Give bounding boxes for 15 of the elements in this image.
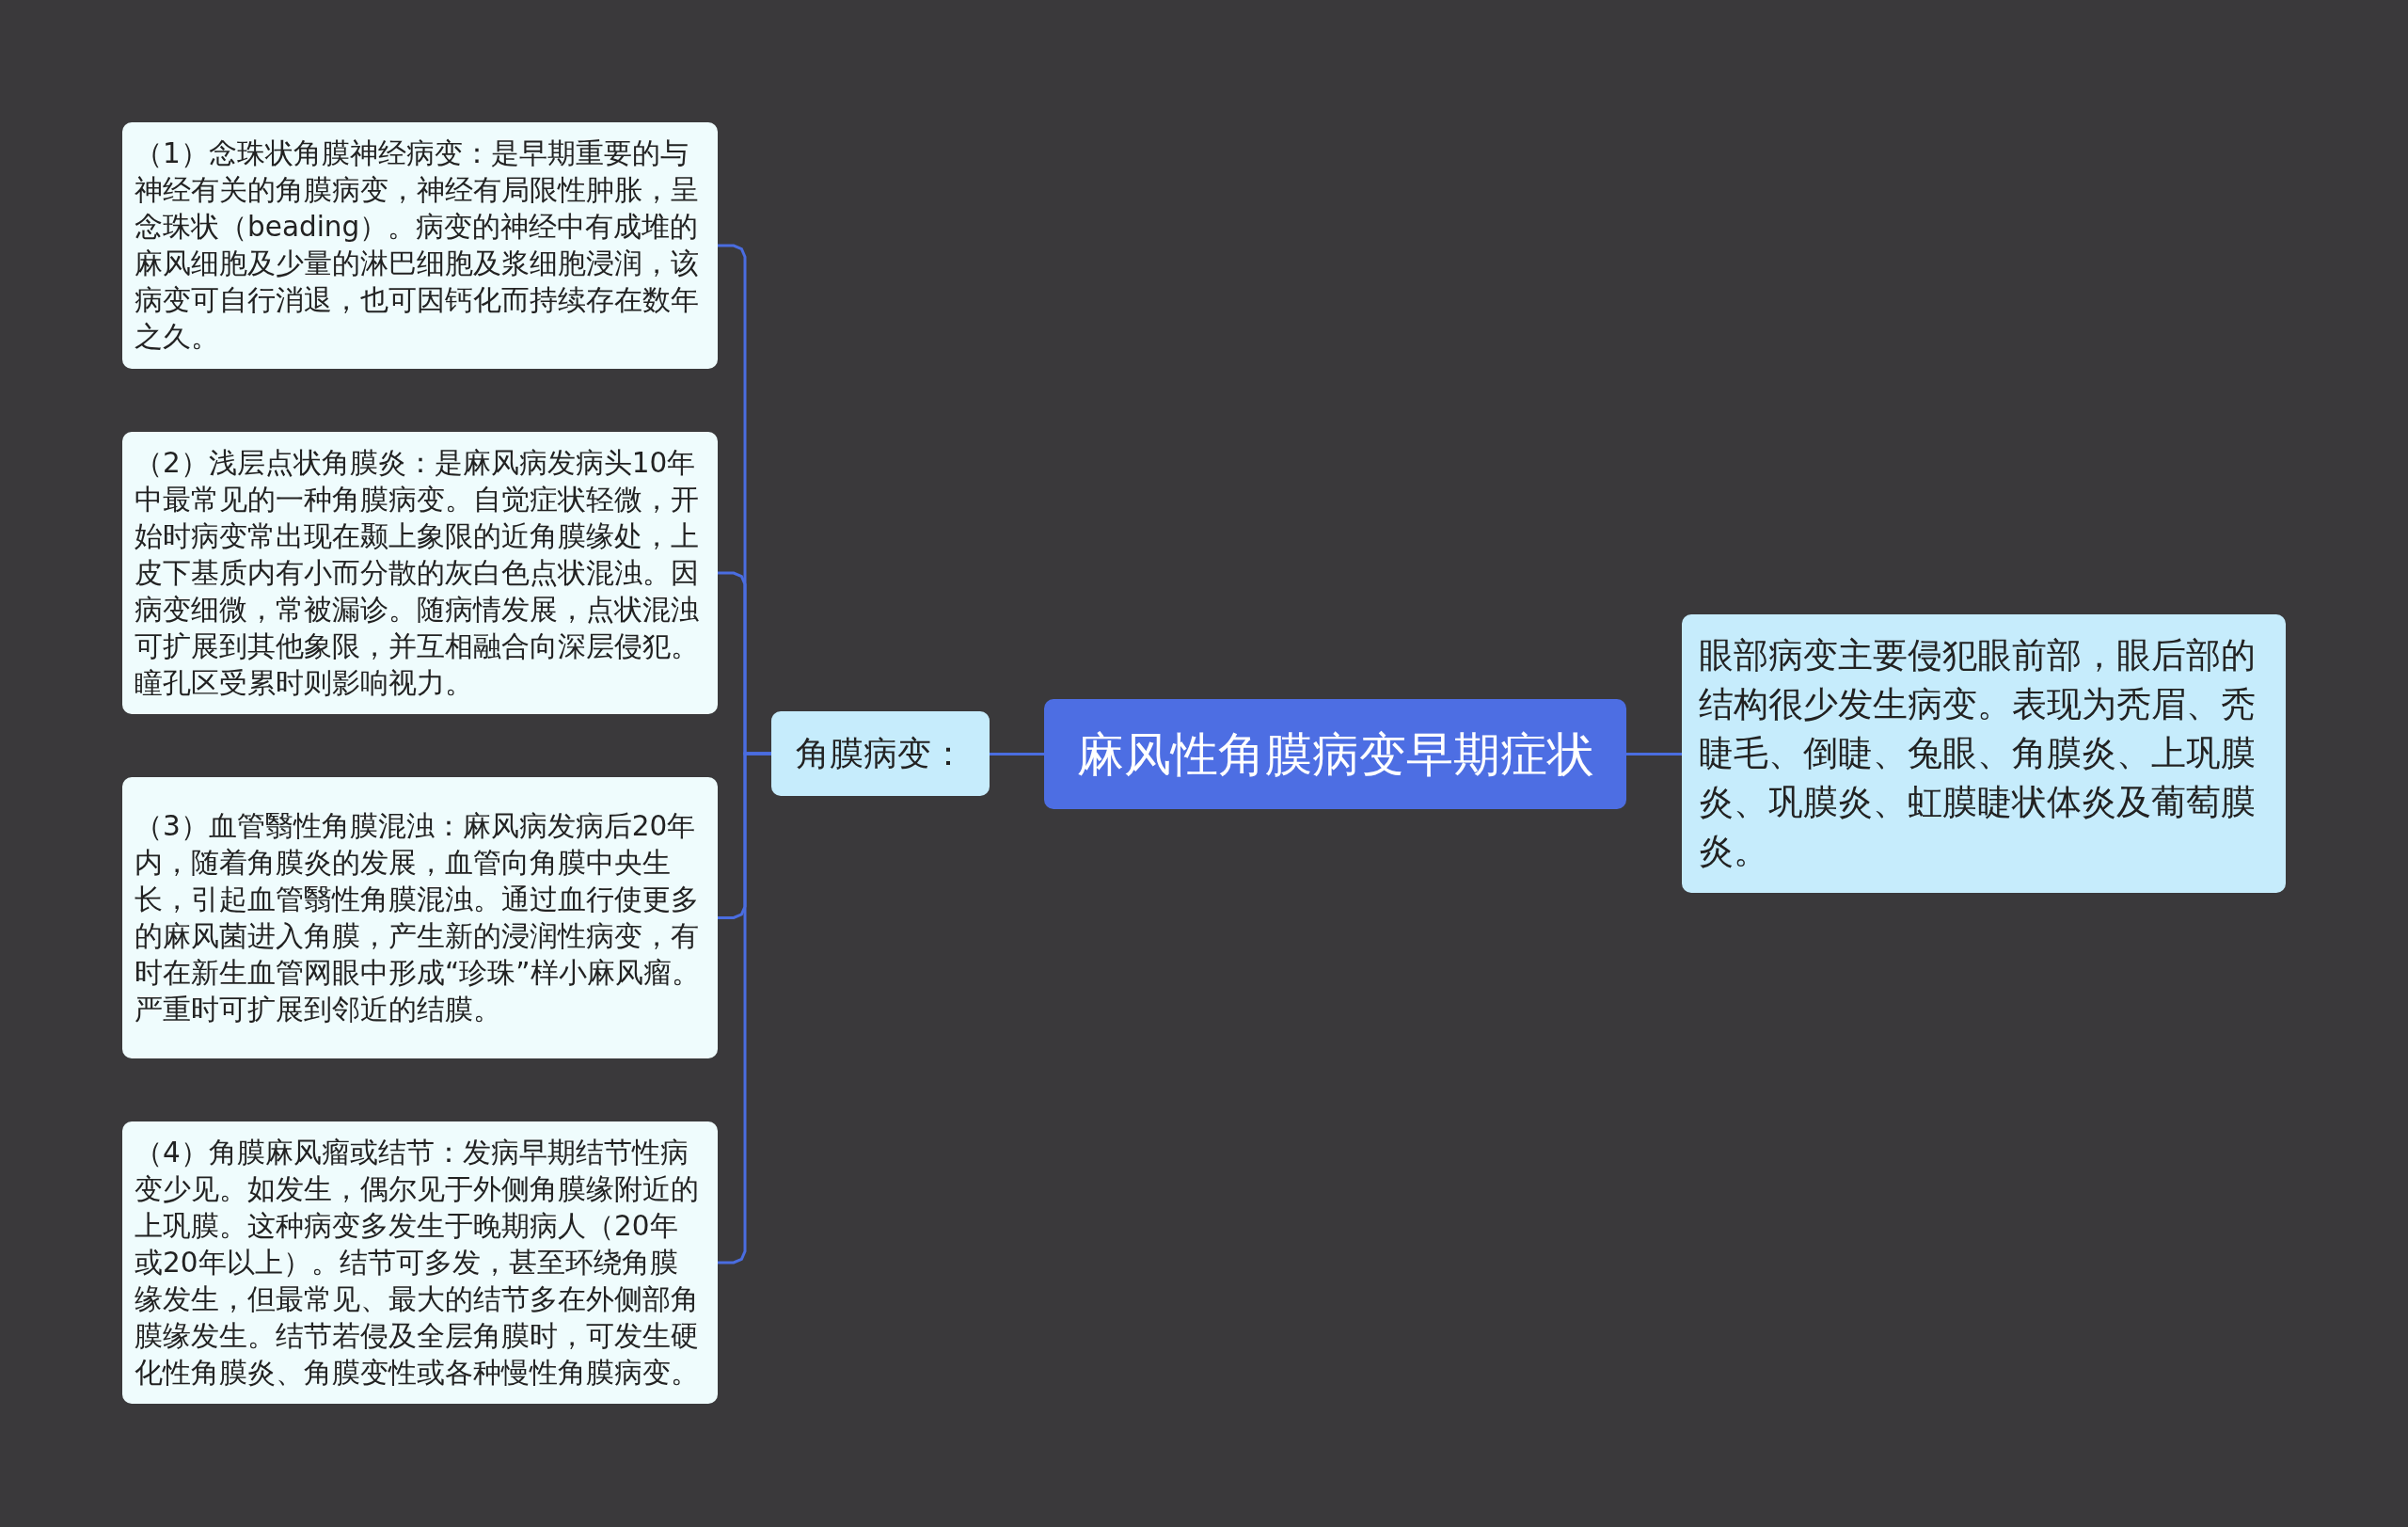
topic-text: （1）念珠状角膜神经病变：是早期重要的与神经有关的角膜病变，神经有局限性肿胀，呈念珠状（beading）。病变的神经中有成堆的麻风细胞及少量的淋巴细胞及浆细胞浸润，该病变可自行消退，也可因钙化而持续存在数年之久。 [135, 136, 700, 355]
topic-text: 眼部病变主要侵犯眼前部，眼后部的结构很少发生病变。表现为秃眉、秃睫毛、倒睫、兔眼、角膜炎、上巩膜炎、巩膜炎、虹膜睫状体炎及葡萄膜炎。 [1699, 634, 2257, 873]
connector-line [1626, 753, 1682, 756]
central-topic-box [1044, 699, 1626, 809]
connector-line [718, 752, 771, 1265]
subtopic-box [771, 711, 990, 796]
topic-text: （2）浅层点状角膜炎：是麻风病发病头10年中最常见的一种角膜病变。自觉症状轻微，开始时病变常出现在颞上象限的近角膜缘处，上皮下基质内有小而分散的灰白色点状混浊。因病变细微，常被漏诊。随病情发展，点状混浊可扩展到其他象限，并互相融合向深层侵犯。瞳孔区受累时则影响视力。 [135, 445, 700, 701]
summary-box [1682, 614, 2286, 893]
topic-text: （3）血管翳性角膜混浊：麻风病发病后20年内，随着角膜炎的发展，血管向角膜中央生长，引起血管翳性角膜混浊。通过血行使更多的麻风菌进入角膜，产生新的浸润性病变，有时在新生血管网眼中形成“珍珠”样小麻风瘤。严重时可扩展到邻近的结膜。 [135, 808, 701, 1027]
connector-line [990, 753, 1044, 756]
topic-title: 麻风性角膜病变早期症状 [1076, 725, 1594, 783]
detail-box [122, 122, 718, 369]
detail-box [122, 777, 718, 1058]
topic-text: （4）角膜麻风瘤或结节：发病早期结节性病变少见。如发生，偶尔见于外侧角膜缘附近的上巩膜。这种病变多发生于晚期病人（20年或20年以上）。结节可多发，甚至环绕角膜缘发生，但最常见、最大的结节多在外侧部角膜缘发生。结节若侵及全层角膜时，可发生硬化性角膜炎、角膜变性或各种慢性角膜病变。 [135, 1135, 700, 1391]
topic-text: 角膜病变： [796, 733, 965, 774]
